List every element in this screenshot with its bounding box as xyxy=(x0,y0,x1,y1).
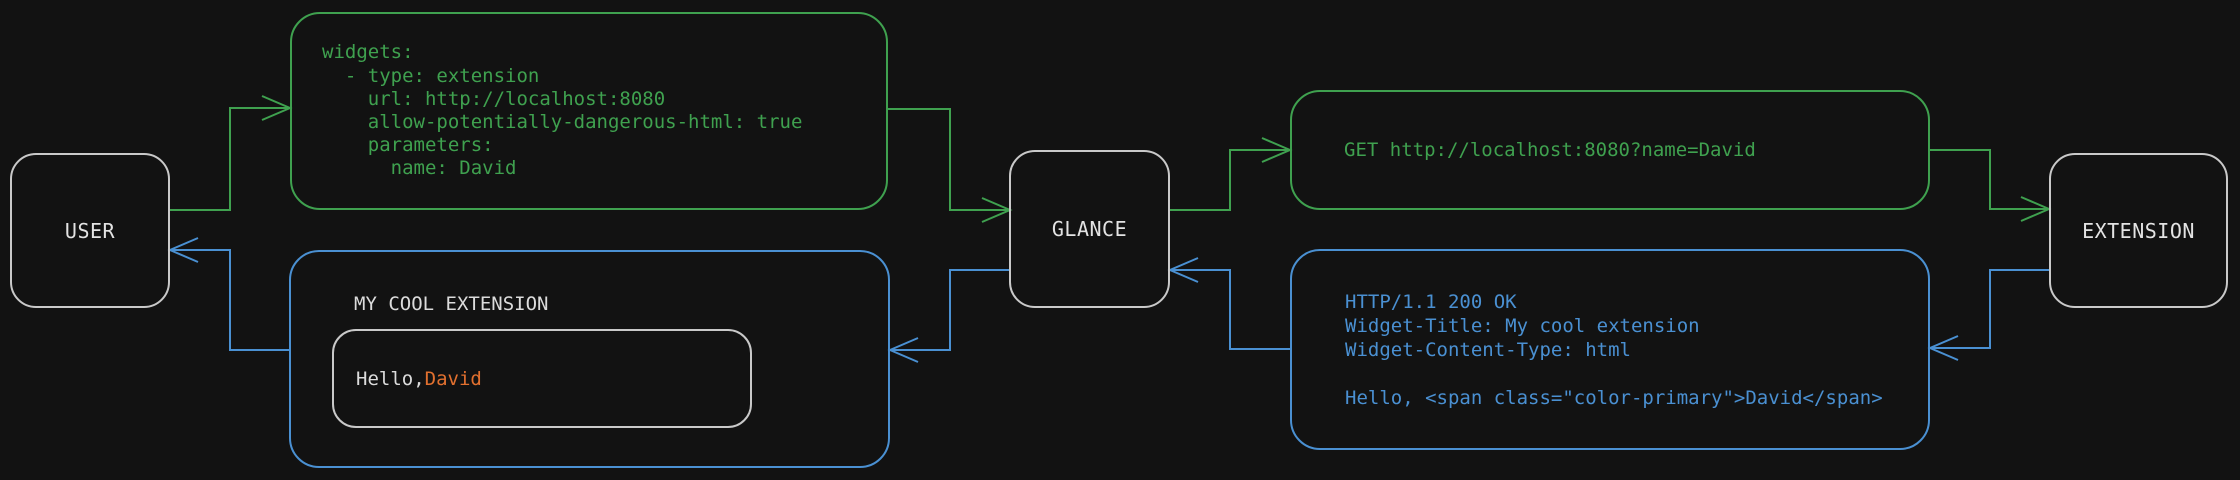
edge-glance-to-request xyxy=(1170,137,1293,211)
greeting-name: David xyxy=(424,367,482,390)
node-extension-label: EXTENSION xyxy=(2082,218,2195,243)
widget-preview-box: MY COOL EXTENSION Hello, David xyxy=(289,250,890,468)
edge-request-to-extension xyxy=(1930,149,2052,222)
yaml-config-code: widgets: - type: extension url: http://l… xyxy=(322,41,803,180)
yaml-config-box: widgets: - type: extension url: http://l… xyxy=(290,12,888,210)
http-response-code: HTTP/1.1 200 OK Widget-Title: My cool ex… xyxy=(1345,290,1883,409)
edge-widget-to-user xyxy=(167,237,289,351)
edge-user-to-config xyxy=(170,95,293,211)
http-response-box: HTTP/1.1 200 OK Widget-Title: My cool ex… xyxy=(1290,249,1930,450)
greeting-prefix: Hello, xyxy=(356,367,425,390)
edge-response-to-glance xyxy=(1167,257,1290,350)
edge-glance-to-widget xyxy=(887,269,1009,363)
widget-content-box: Hello, David xyxy=(332,329,752,428)
edge-config-to-glance xyxy=(888,108,1013,223)
widget-title: MY COOL EXTENSION xyxy=(354,293,549,315)
node-extension: EXTENSION xyxy=(2049,153,2228,308)
node-user: USER xyxy=(10,153,170,308)
node-glance-label: GLANCE xyxy=(1051,217,1128,241)
http-request-box: GET http://localhost:8080?name=David xyxy=(1290,90,1930,210)
http-request-code: GET http://localhost:8080?name=David xyxy=(1344,139,1756,161)
edge-extension-to-response xyxy=(1927,269,2049,361)
node-user-label: USER xyxy=(64,218,116,243)
node-glance: GLANCE xyxy=(1009,150,1170,308)
